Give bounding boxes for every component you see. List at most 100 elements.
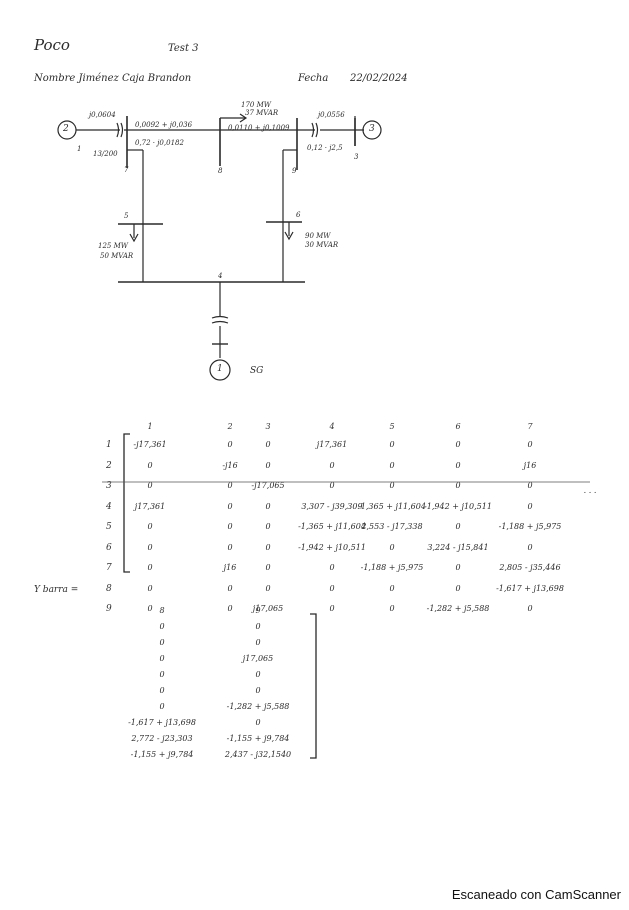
- matrix-cell: -1,942 + j10,511: [424, 501, 492, 511]
- matrix-cell: 0: [329, 563, 335, 572]
- matrix-cell: -j17,065: [251, 481, 285, 490]
- node-3-label: 3: [369, 124, 375, 134]
- ybarra-cell: 0: [159, 638, 165, 647]
- matrix-cell: 0: [455, 481, 461, 490]
- matrix-cell: 0: [389, 460, 395, 470]
- matrix-cell: 0: [147, 522, 153, 531]
- misc-label-2: 13/200: [93, 150, 118, 158]
- load-top-q: 37 MVAR: [245, 109, 279, 117]
- matrix-cell: 0: [227, 542, 233, 552]
- matrix-cell: -1,282 + j5,588: [426, 604, 490, 613]
- matrix-cell: j16: [523, 460, 537, 470]
- matrix-cell: 3,224 - j15,841: [427, 542, 489, 552]
- matrix-col-header: 5: [389, 422, 395, 431]
- matrix-cell: 0: [527, 501, 533, 511]
- matrix-row-header: 9: [106, 604, 112, 614]
- load-right-p: 90 MW: [305, 232, 331, 240]
- bus-5-label: 5: [124, 212, 129, 220]
- matrix-col-header: 4: [329, 422, 335, 431]
- matrix-cell: 0: [227, 522, 233, 531]
- load-left-q: 50 MVAR: [100, 252, 134, 260]
- matrix-cell: 0: [527, 542, 533, 552]
- matrix-cell: 0: [329, 481, 335, 490]
- matrix-col-header: 6: [455, 422, 461, 431]
- matrix-cell: -j17,361: [133, 440, 167, 449]
- course-title: Poco: [34, 36, 70, 54]
- b-right: 0,12 · j2,5: [307, 144, 343, 152]
- ybarra-cell: -1,617 + j13,698: [128, 718, 196, 727]
- matrix-cell: 0: [265, 522, 271, 531]
- ybarra-cell: 0: [159, 686, 165, 695]
- bus-8-label: 8: [218, 167, 223, 175]
- matrix-cell: 0: [455, 583, 461, 593]
- generator-3-symbol: [362, 120, 382, 140]
- z-right-gen: j0,0556: [318, 111, 345, 119]
- power-system-diagram: [57, 113, 382, 381]
- matrix-col-header: 3: [265, 422, 271, 431]
- matrix-col-header: 7: [527, 422, 533, 431]
- ybarra-cell: 0: [255, 670, 261, 679]
- matrix-row-header: 5: [106, 522, 112, 532]
- matrix-row-header: 1: [106, 440, 112, 450]
- scanner-watermark: Escaneado con CamScanner: [451, 887, 621, 902]
- matrix-cell: 0: [389, 604, 395, 613]
- misc-label-3: 3: [354, 153, 359, 161]
- matrix-cell: -1,188 + j5,975: [360, 563, 424, 572]
- matrix-cell: 0: [147, 604, 153, 613]
- date-value: 22/02/2024: [350, 73, 408, 84]
- matrix-cell: 0: [265, 440, 271, 449]
- matrix-row-header: 3: [106, 481, 112, 491]
- matrix-col-header: 2: [227, 422, 233, 431]
- matrix-cell: 0: [527, 481, 533, 490]
- b-left: 0,72 · j0,0182: [135, 139, 184, 147]
- ybarra-cell: 0: [255, 686, 261, 695]
- matrix-cell: 0: [147, 542, 153, 552]
- matrix-cell: -1,942 + j10,511: [298, 542, 366, 552]
- matrix-ellipsis: . . .: [583, 486, 597, 495]
- matrix-cell: 0: [329, 460, 335, 470]
- node-1-label: 1: [217, 364, 223, 374]
- z-left-gen: j0,0604: [89, 111, 116, 119]
- matrix-cell: j17,065: [252, 604, 284, 613]
- matrix-cell: j17,361: [134, 501, 166, 511]
- matrix-cell: j16: [223, 563, 237, 572]
- matrix-cell: 0: [147, 583, 153, 593]
- load-top-p: 170 MW: [241, 101, 271, 109]
- node-2-label: 2: [63, 124, 69, 134]
- ybarra-cell: -1,155 + j9,784: [130, 750, 194, 759]
- matrix-cell: 2,553 - j17,338: [361, 522, 423, 531]
- matrix-cell: 0: [455, 460, 461, 470]
- matrix-cell: 0: [329, 583, 335, 593]
- ybarra-cell: 0: [159, 654, 165, 663]
- matrix-cell: 0: [147, 481, 153, 490]
- matrix-cell: 0: [147, 563, 153, 572]
- matrix-row-header: 7: [106, 563, 112, 573]
- ybarra-cell: 0: [255, 622, 261, 631]
- matrix-cell: 0: [389, 440, 395, 449]
- load-left-p: 125 MW: [98, 242, 128, 250]
- ybarra-cell: 2,437 - j32,1540: [224, 750, 292, 759]
- matrix-cell: -1,365 + j11,604: [298, 522, 366, 531]
- matrix-row-header: 2: [106, 460, 112, 471]
- ybarra-cell: 2,772 - j23,303: [131, 734, 193, 743]
- matrix-cell: 0: [265, 542, 271, 552]
- matrix-cell: -j16: [222, 460, 238, 470]
- matrix-cell: 0: [227, 501, 233, 511]
- ybarra-cell: j17,065: [242, 654, 274, 663]
- matrix-cell: -1,188 + j5,975: [498, 522, 562, 531]
- ybarra-cell: 0: [255, 638, 261, 647]
- generator-1-symbol: [209, 359, 231, 381]
- matrix-cell: 0: [147, 460, 153, 470]
- matrix-cell: 0: [227, 604, 233, 613]
- matrix-cell: 0: [455, 563, 461, 572]
- matrix-cell: 2,805 - j35,446: [499, 563, 561, 572]
- matrix-row-header: 8: [106, 583, 112, 594]
- matrix-cell: -1,365 + j11,604: [358, 501, 426, 511]
- bus-9-label: 9: [292, 167, 297, 175]
- ybarra-col-header: 8: [159, 606, 165, 615]
- bus-4-label: 4: [218, 272, 223, 280]
- ybarra-cell: -1,282 + j5,588: [226, 702, 290, 711]
- ybarra-col-header: 9: [255, 606, 261, 615]
- z-left-line: 0,0092 + j0,036: [135, 121, 193, 129]
- ybarra-cell: 0: [159, 670, 165, 679]
